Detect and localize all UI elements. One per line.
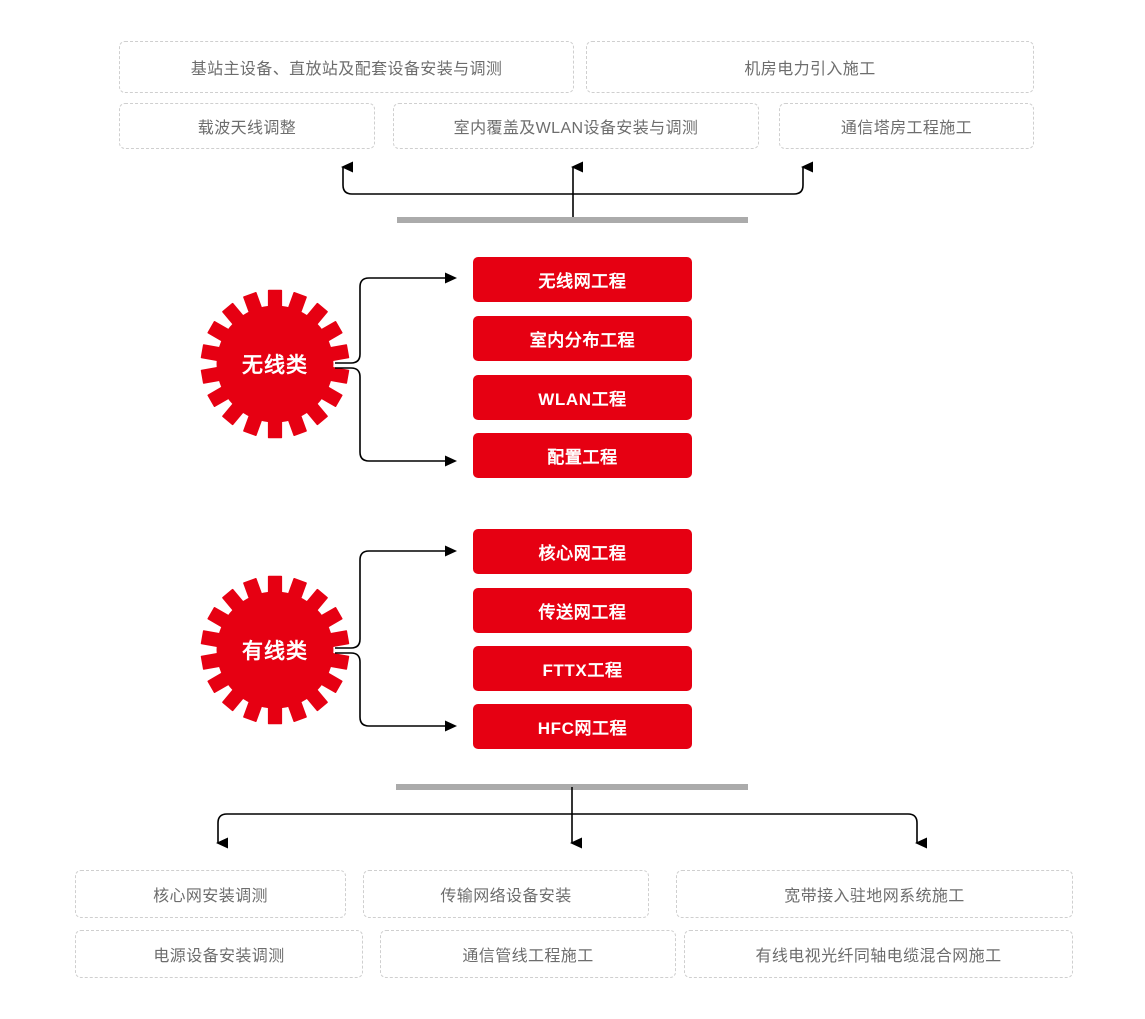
bottom-item-label: 宽带接入驻地网系统施工 [784, 888, 965, 905]
group-1-item-box-4[interactable]: 配置工程 [473, 433, 692, 478]
top-item-box-4[interactable]: 室内覆盖及WLAN设备安装与调测 [393, 103, 759, 149]
top-item-box-3[interactable]: 载波天线调整 [119, 103, 375, 149]
gear-icon-wired[interactable]: 有线类 [196, 571, 354, 729]
lower-divider-bar [396, 784, 748, 790]
bottom-item-label: 通信管线工程施工 [462, 948, 594, 965]
bottom-item-label: 核心网安装调测 [153, 888, 268, 905]
group-item-label: FTTX工程 [542, 661, 623, 680]
group-item-label: 核心网工程 [538, 544, 627, 563]
group-item-label: HFC网工程 [537, 719, 628, 738]
bottom-item-box-5[interactable]: 通信管线工程施工 [380, 930, 676, 978]
bottom-item-box-4[interactable]: 电源设备安装调测 [75, 930, 363, 978]
bottom-item-box-1[interactable]: 核心网安装调测 [75, 870, 346, 918]
group-item-label: 室内分布工程 [529, 331, 636, 350]
top-item-label: 载波天线调整 [197, 120, 297, 137]
gear-icon-wireless[interactable]: 无线类 [196, 285, 354, 443]
group-2-item-box-1[interactable]: 核心网工程 [473, 529, 692, 574]
bottom-item-box-3[interactable]: 宽带接入驻地网系统施工 [676, 870, 1073, 918]
top-item-label: 机房电力引入施工 [744, 61, 876, 78]
group-1-item-box-2[interactable]: 室内分布工程 [473, 316, 692, 361]
group-item-label: 配置工程 [547, 448, 618, 467]
top-item-box-2[interactable]: 机房电力引入施工 [586, 41, 1034, 93]
group-1-item-box-1[interactable]: 无线网工程 [473, 257, 692, 302]
bottom-item-label: 电源设备安装调测 [153, 948, 285, 965]
upper-divider-bar [397, 217, 748, 223]
top-item-label: 通信塔房工程施工 [840, 120, 973, 137]
group-2-item-box-3[interactable]: FTTX工程 [473, 646, 692, 691]
group-item-label: 无线网工程 [538, 272, 627, 291]
top-item-box-5[interactable]: 通信塔房工程施工 [779, 103, 1034, 149]
group-item-label: WLAN工程 [538, 390, 627, 409]
bottom-item-label: 传输网络设备安装 [440, 888, 572, 905]
top-item-label: 基站主设备、直放站及配套设备安装与调测 [190, 61, 503, 78]
bottom-item-label: 有线电视光纤同轴电缆混合网施工 [755, 948, 1002, 965]
group-2-item-box-2[interactable]: 传送网工程 [473, 588, 692, 633]
top-item-box-1[interactable]: 基站主设备、直放站及配套设备安装与调测 [119, 41, 574, 93]
group-1-item-box-3[interactable]: WLAN工程 [473, 375, 692, 420]
top-connector-left [341, 161, 573, 195]
top-connector-right [573, 161, 813, 195]
top-item-label: 室内覆盖及WLAN设备安装与调测 [453, 120, 699, 137]
bottom-connector-left [216, 813, 572, 849]
bottom-item-box-6[interactable]: 有线电视光纤同轴电缆混合网施工 [684, 930, 1073, 978]
bottom-item-box-2[interactable]: 传输网络设备安装 [363, 870, 649, 918]
group-2-item-box-4[interactable]: HFC网工程 [473, 704, 692, 749]
bottom-connector-right [572, 813, 927, 849]
group-item-label: 传送网工程 [538, 603, 627, 622]
